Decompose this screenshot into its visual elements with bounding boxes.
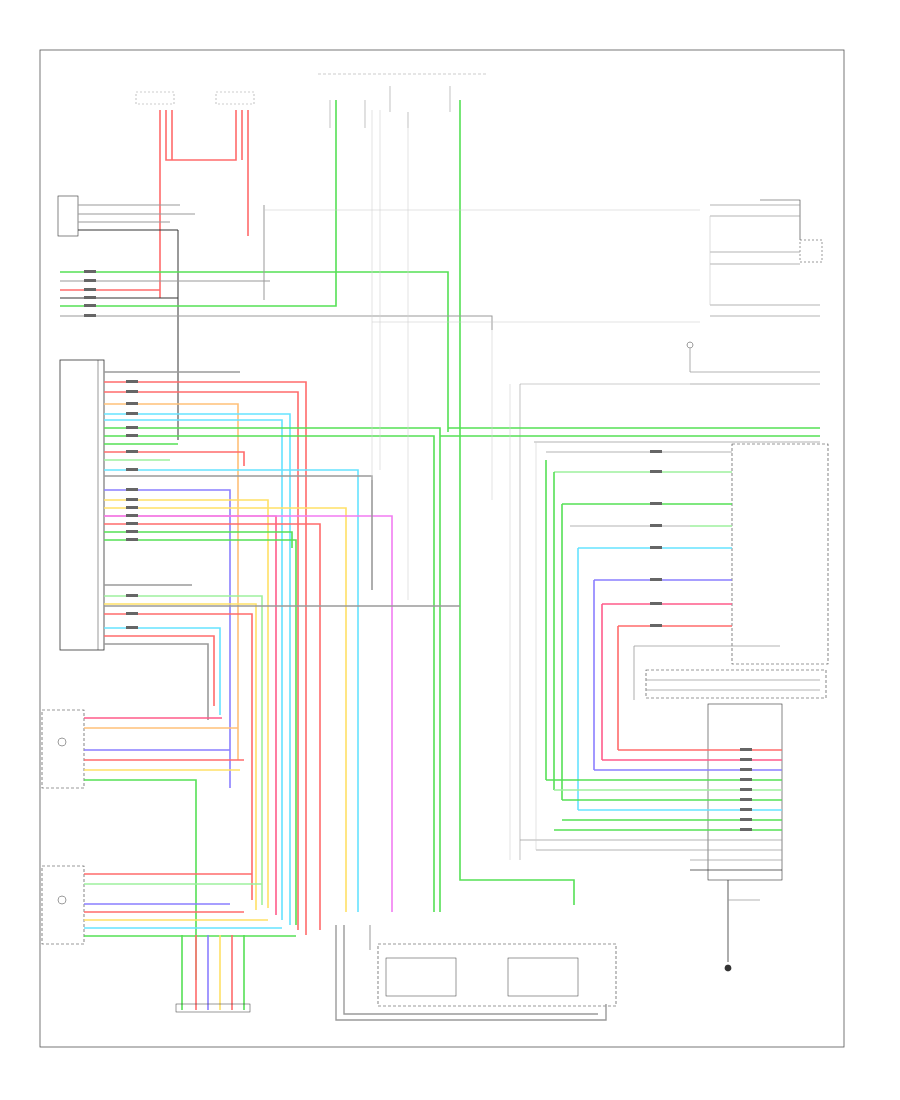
left-upper-connector [57,195,195,440]
ecu-wires [104,371,460,935]
top-junction-area [135,73,488,128]
reference-lines [371,110,537,860]
sub1-wires [84,717,244,980]
wire-tags [84,270,752,831]
right-relay [519,341,820,860]
bottom-switch-box [335,925,617,1021]
ground-terminals [175,935,251,1013]
right-green-bus [440,427,820,443]
upper-grey-bus [60,205,493,330]
right-sensor-wires [545,451,780,810]
right-sensor-block [731,443,829,665]
upper-green-bus [60,100,575,905]
left-sub-connector-2 [41,865,85,945]
left-sub-connector-1 [41,709,85,789]
right-ground [724,880,760,972]
red-power-wires [60,110,249,298]
right-lower-connector [645,669,827,881]
right-top-connector [264,199,823,323]
diagram-frame [39,49,845,1048]
sub2-wires [84,873,296,937]
main-ecu-connector [59,359,105,651]
